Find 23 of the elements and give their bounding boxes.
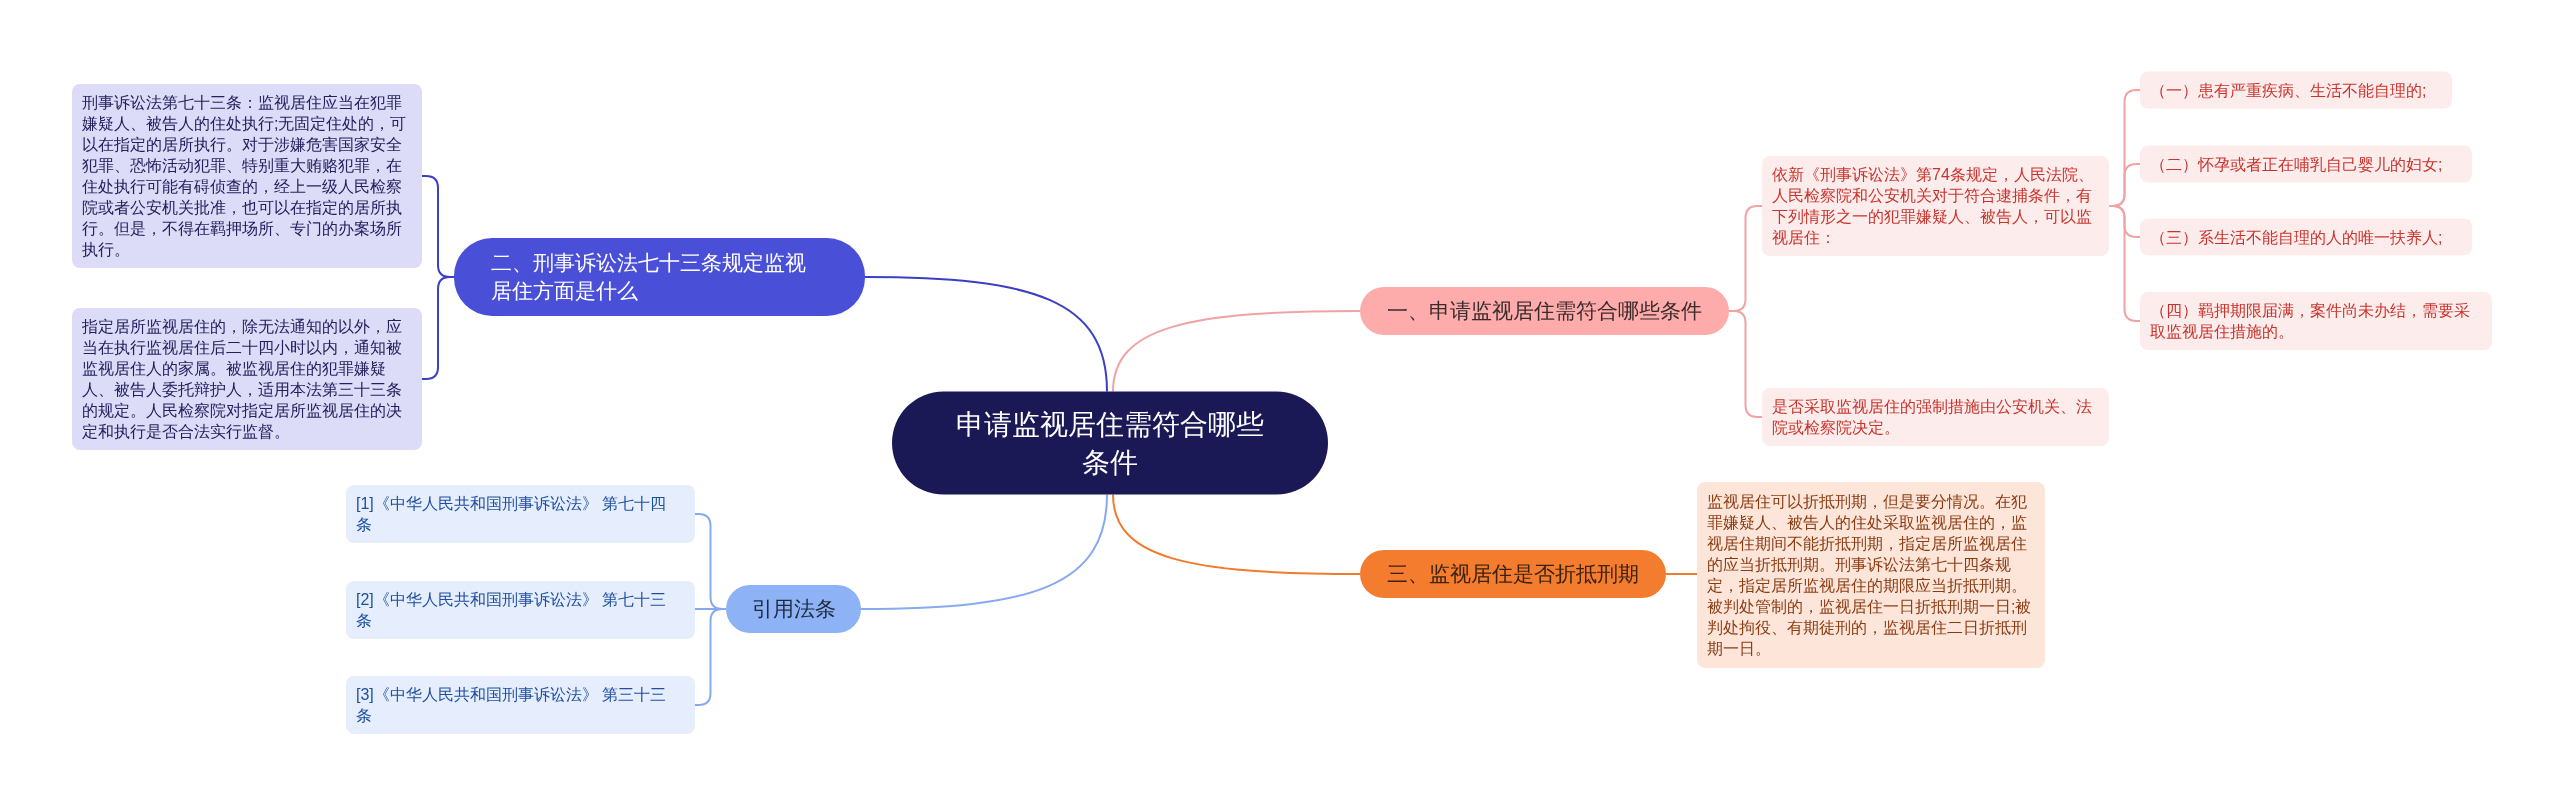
topic-pill: 二、刑事诉讼法七十三条规定监视居住方面是什么 — [454, 238, 865, 316]
note-card: 指定居所监视居住的，除无法通知的以外，应当在执行监视居住后二十四小时以内，通知被监视居住人的家属。被监视居住的犯罪嫌疑人、被告人委托辩护人，适用本法第三十三条的规定。人民检察院对指定居所监视居住的决定和执行是否合法实行监督。 — [72, 308, 422, 450]
connector-line — [860, 493, 1108, 610]
note-card: [2]《中华人民共和国刑事诉讼法》 第七十三条 — [346, 581, 695, 639]
topic-pill: 三、监视居住是否折抵刑期 — [1360, 550, 1666, 598]
connector-line — [1728, 310, 1763, 418]
connector-line — [1112, 493, 1361, 575]
connector-line — [1665, 573, 1698, 575]
central-topic-pill: 申请监视居住需符合哪些条件 — [892, 391, 1328, 495]
note-card: （一）患有严重疾病、生活不能自理的; — [2140, 71, 2452, 109]
note-card: 依新《刑事诉讼法》第74条规定，人民法院、人民检察院和公安机关对于符合逮捕条件，有下列情形之一的犯罪嫌疑人、被告人，可以监视居住： — [1762, 156, 2109, 256]
topic-pill: 一、申请监视居住需符合哪些条件 — [1360, 287, 1729, 335]
note-card: 监视居住可以折抵刑期，但是要分情况。在犯罪嫌疑人、被告人的住处采取监视居住的，监视居住期间不能折抵刑期，指定居所监视居住的应当折抵刑期。刑事诉讼法第七十四条规定，指定居所监视居住的期限应当折抵刑期。被判处管制的，监视居住一日折抵刑期一日;被判处拘役、有期徒刑的，监视居住二日折抵刑期一日。 — [1697, 482, 2045, 668]
note-card: 是否采取监视居住的强制措施由公安机关、法院或检察院决定。 — [1762, 388, 2109, 446]
note-card: （三）系生活不能自理的人的唯一扶养人; — [2140, 218, 2472, 256]
note-card: [3]《中华人民共和国刑事诉讼法》 第三十三条 — [346, 676, 695, 734]
connector-line — [1112, 310, 1361, 393]
note-card: （二）怀孕或者正在哺乳自己婴儿的妇女; — [2140, 145, 2472, 183]
note-card: （四）羁押期限届满，案件尚未办结，需要采取监视居住措施的。 — [2140, 292, 2492, 350]
note-card: 刑事诉讼法第七十三条：监视居住应当在犯罪嫌疑人、被告人的住处执行;无固定住处的，可以在指定的居所执行。对于涉嫌危害国家安全犯罪、恐怖活动犯罪、特别重大贿赂犯罪，在住处执行可能有碍侦查的，经上一级人民检察院或者公安机关批准，也可以在指定的居所执行。但是，不得在羁押场所、专门的办案场所执行。 — [72, 84, 422, 268]
connector-line — [864, 276, 1108, 393]
topic-pill: 引用法条 — [726, 585, 861, 633]
note-card: [1]《中华人民共和国刑事诉讼法》 第七十四条 — [346, 485, 695, 543]
